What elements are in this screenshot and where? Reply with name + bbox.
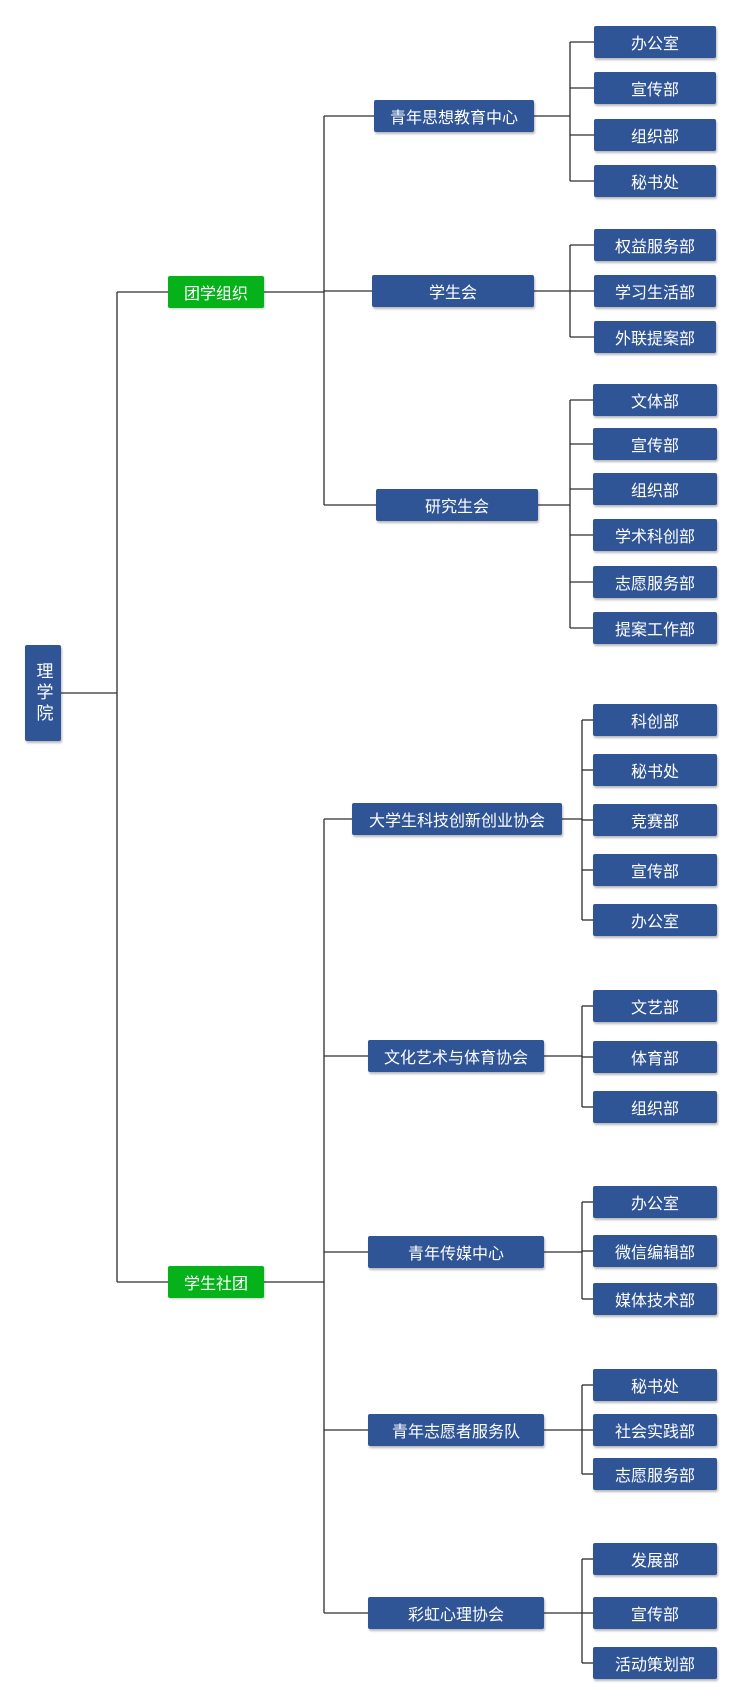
department-node: 办公室 <box>593 904 717 936</box>
department-node: 文艺部 <box>593 990 717 1022</box>
unit-node: 文化艺术与体育协会 <box>368 1040 544 1072</box>
department-node: 秘书处 <box>593 754 717 786</box>
department-node: 竞赛部 <box>593 804 717 836</box>
department-node: 组织部 <box>594 119 716 151</box>
department-node: 发展部 <box>593 1543 717 1575</box>
department-node: 外联提案部 <box>594 321 716 353</box>
department-node: 组织部 <box>593 1091 717 1123</box>
department-node: 宣传部 <box>593 428 717 460</box>
department-node: 办公室 <box>594 26 716 58</box>
department-node: 宣传部 <box>594 72 716 104</box>
department-node: 学术科创部 <box>593 519 717 551</box>
department-node: 科创部 <box>593 704 717 736</box>
department-node: 媒体技术部 <box>593 1283 717 1315</box>
department-node: 秘书处 <box>594 165 716 197</box>
department-node: 秘书处 <box>593 1369 717 1401</box>
department-node: 宣传部 <box>593 854 717 886</box>
unit-node: 青年志愿者服务队 <box>368 1414 544 1446</box>
department-node: 体育部 <box>593 1041 717 1073</box>
unit-node: 青年传媒中心 <box>368 1236 544 1268</box>
unit-node: 研究生会 <box>376 489 538 521</box>
department-node: 权益服务部 <box>594 229 716 261</box>
department-node: 办公室 <box>593 1186 717 1218</box>
unit-node: 学生会 <box>372 275 534 307</box>
department-node: 文体部 <box>593 384 717 416</box>
department-node: 微信编辑部 <box>593 1235 717 1267</box>
branch-node: 学生社团 <box>168 1266 264 1298</box>
department-node: 社会实践部 <box>593 1414 717 1446</box>
department-node: 宣传部 <box>593 1597 717 1629</box>
branch-node: 团学组织 <box>168 276 264 308</box>
department-node: 活动策划部 <box>593 1647 717 1679</box>
department-node: 组织部 <box>593 473 717 505</box>
unit-node: 大学生科技创新创业协会 <box>352 803 562 835</box>
root-node: 理学院 <box>25 645 61 741</box>
department-node: 学习生活部 <box>594 275 716 307</box>
unit-node: 彩虹心理协会 <box>368 1597 544 1629</box>
department-node: 提案工作部 <box>593 612 717 644</box>
department-node: 志愿服务部 <box>593 566 717 598</box>
unit-node: 青年思想教育中心 <box>374 100 534 132</box>
department-node: 志愿服务部 <box>593 1458 717 1490</box>
